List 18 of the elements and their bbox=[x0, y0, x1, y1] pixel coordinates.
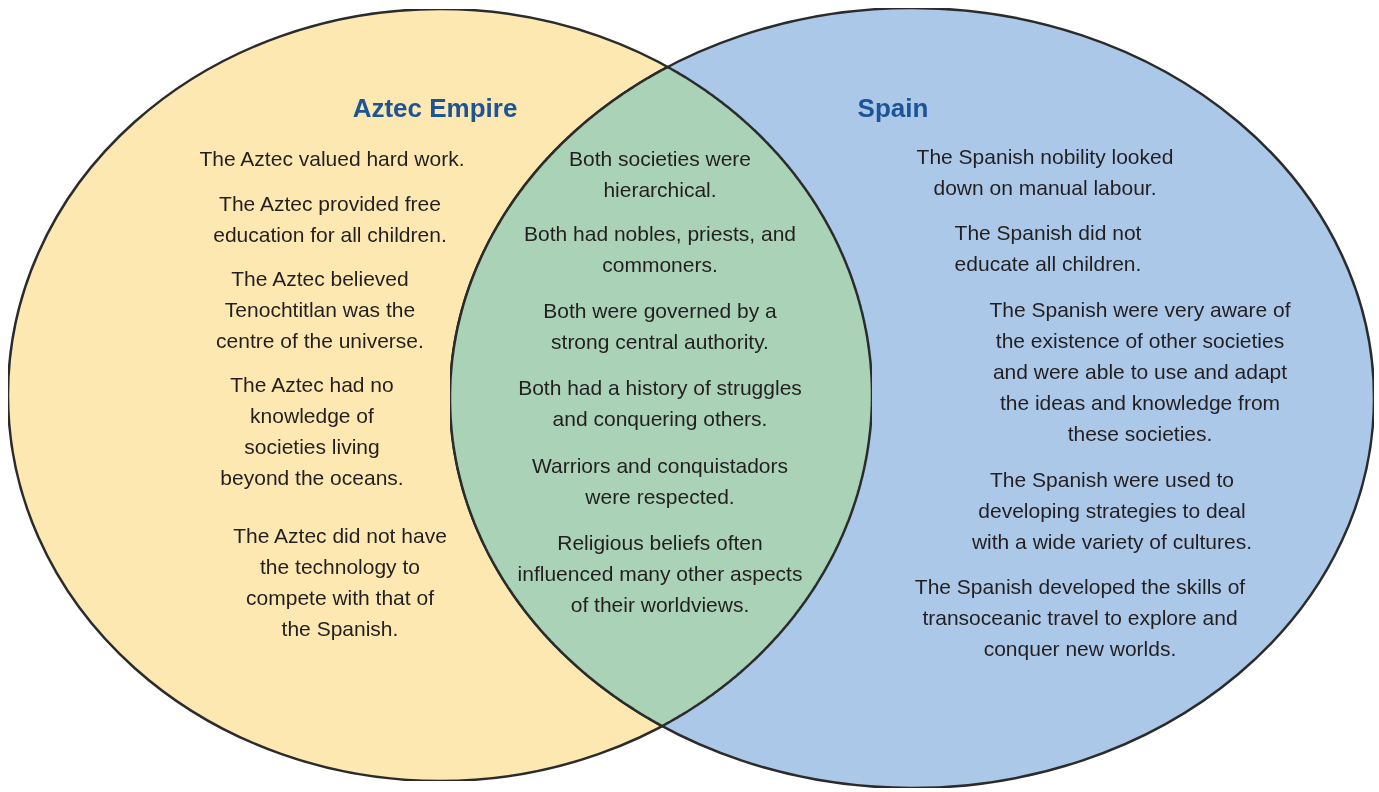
statement-text: The Aztec believed Tenochtitlan was the centre of the universe. bbox=[215, 266, 425, 354]
statement-text: The Spanish nobility looked down on manual labour. bbox=[915, 144, 1175, 201]
statement-text: The Spanish developed the skills of transoceanic travel to explore and conquer new worlds. bbox=[913, 574, 1247, 662]
statement-text: Religious beliefs often influenced many other aspects of their worldviews. bbox=[516, 530, 804, 618]
statement-text: Both had a history of struggles and conquering others. bbox=[517, 375, 803, 432]
statement-text: Warriors and conquistadors were respected. bbox=[531, 453, 789, 510]
statement-text: The Aztec provided free education for all children. bbox=[212, 191, 448, 248]
statement-text: The Spanish did not educate all children. bbox=[953, 220, 1143, 277]
statement-text: Both were governed by a strong central authority. bbox=[542, 298, 778, 355]
venn-heading: Aztec Empire bbox=[351, 93, 519, 124]
statement-text: Both societies were hierarchical. bbox=[567, 146, 753, 203]
statement-text: The Aztec did not have the technology to compete with that of the Spanish. bbox=[232, 523, 448, 642]
venn-heading: Spain bbox=[856, 93, 930, 124]
statement-text: The Spanish were very aware of the existence of other societies and were able to use and adapt the ideas and knowledge from these societies. bbox=[988, 297, 1292, 447]
statement-text: The Aztec had no knowledge of societies living beyond the oceans. bbox=[219, 372, 405, 491]
statement-text: The Spanish were used to developing strategies to deal with a wide variety of cultures. bbox=[970, 467, 1254, 555]
statement-text: The Aztec valued hard work. bbox=[198, 146, 466, 172]
statement-text: Both had nobles, priests, and commoners. bbox=[523, 221, 797, 278]
